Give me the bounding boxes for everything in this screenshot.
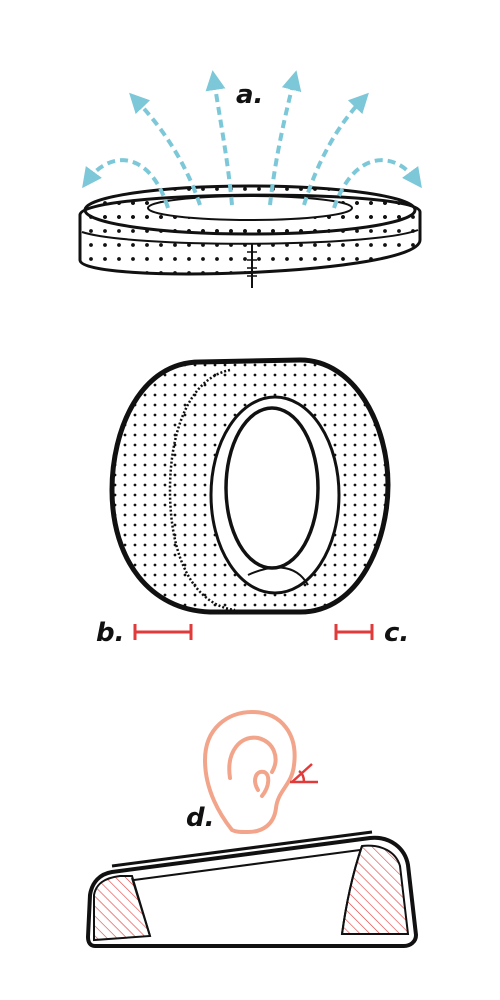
- ear-inner-fold: [227, 735, 278, 780]
- ring-pad-figure: [78, 184, 422, 288]
- measure-markers: [133, 624, 374, 640]
- ear-figure: [203, 710, 297, 834]
- airflow-arrows: [82, 70, 422, 209]
- oval-inner-fold: [247, 566, 309, 586]
- oval-opening: [224, 406, 320, 570]
- airflow-arrow-right-inner: [302, 92, 369, 206]
- ring-hole: [147, 195, 353, 221]
- oval-front-face-edge: [168, 368, 236, 612]
- pad-top-highlight: [111, 830, 373, 868]
- label-b: b.: [96, 618, 125, 648]
- pad-inner-cavity-right: [341, 845, 363, 935]
- airflow-arrow-center-right: [268, 70, 302, 206]
- measure-b-bracket: [133, 624, 193, 640]
- airflow-arrow-right-outer: [332, 158, 422, 209]
- pad-inner-top: [133, 849, 361, 881]
- ear-lobe-fold: [253, 769, 271, 798]
- oval-pad-figure: [109, 357, 391, 615]
- pad-inner-cavity-left: [131, 877, 151, 937]
- airflow-arrow-left-inner: [129, 92, 202, 206]
- airflow-arrow-left-outer: [82, 158, 170, 209]
- pad-outer-body: [85, 835, 419, 948]
- angled-pad-section: [85, 830, 419, 948]
- label-d: d.: [186, 803, 215, 833]
- label-c: c.: [384, 618, 410, 648]
- ring-seam-stitches: [247, 251, 257, 277]
- label-a: a.: [236, 80, 264, 110]
- ear-outline: [203, 710, 297, 834]
- airflow-arrow-center-left: [205, 70, 234, 206]
- ring-front-curve: [81, 229, 419, 245]
- measure-c-bracket: [334, 624, 374, 640]
- angle-marker: [290, 763, 318, 784]
